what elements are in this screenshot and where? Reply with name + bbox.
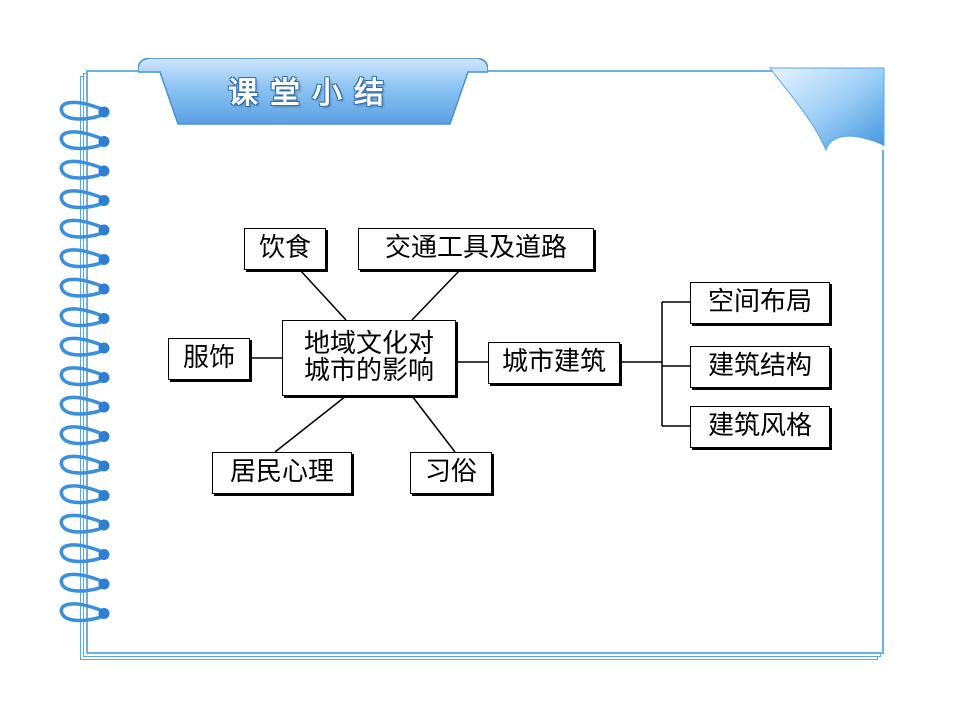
binding-hole	[98, 136, 110, 147]
line-transport	[411, 269, 461, 321]
binding-hole	[98, 283, 110, 295]
spiral-ring	[59, 425, 106, 446]
binding-hole	[98, 224, 110, 236]
binding-hole	[98, 549, 110, 560]
spiral-ring	[59, 218, 106, 239]
node-layout: 空间布局	[690, 282, 830, 324]
spiral-ring	[59, 602, 106, 623]
binding-hole	[98, 608, 110, 619]
spiral-ring	[59, 484, 106, 505]
spiral-ring	[59, 307, 106, 328]
title-tab	[138, 58, 488, 125]
node-food: 饮食	[244, 228, 326, 270]
spiral-ring	[59, 513, 106, 534]
binding-hole	[98, 165, 110, 177]
center-line-1: 地域文化对	[303, 328, 434, 359]
spiral-ring	[59, 543, 106, 564]
binding-hole	[98, 490, 110, 501]
spiral-ring	[59, 366, 106, 387]
spiral-binding-icon	[59, 100, 110, 623]
line-food	[299, 269, 347, 321]
spiral-ring	[59, 100, 106, 121]
line-residents	[274, 395, 347, 453]
node-center: 地域文化对 城市的影响	[282, 320, 456, 396]
spiral-ring	[59, 189, 106, 210]
spiral-ring	[59, 130, 106, 151]
binding-hole	[98, 460, 110, 472]
binding-hole	[98, 254, 110, 265]
binding-hole	[98, 401, 110, 413]
spiral-ring	[59, 159, 106, 180]
binding-hole	[98, 342, 110, 354]
node-residents: 居民心理	[212, 452, 352, 494]
binding-hole	[98, 372, 110, 383]
node-architecture: 城市建筑	[488, 342, 620, 384]
spiral-ring	[59, 454, 106, 475]
spiral-ring	[59, 248, 106, 269]
binding-hole	[98, 519, 110, 531]
page-title: 课堂小结	[228, 76, 396, 111]
spiral-ring	[59, 336, 106, 357]
node-structure: 建筑结构	[690, 346, 830, 388]
node-customs: 习俗	[410, 452, 492, 494]
line-customs	[411, 395, 456, 453]
node-clothing: 服饰	[168, 338, 250, 380]
node-transport: 交通工具及道路	[358, 228, 594, 270]
binding-hole	[98, 106, 110, 118]
center-line-2: 城市的影响	[303, 356, 434, 386]
binding-hole	[98, 431, 110, 442]
binding-hole	[98, 578, 110, 590]
spiral-ring	[59, 395, 106, 416]
node-style: 建筑风格	[690, 406, 830, 448]
spiral-ring	[59, 277, 106, 298]
binding-hole	[98, 195, 110, 206]
spiral-ring	[59, 572, 106, 593]
binding-hole	[98, 313, 110, 324]
